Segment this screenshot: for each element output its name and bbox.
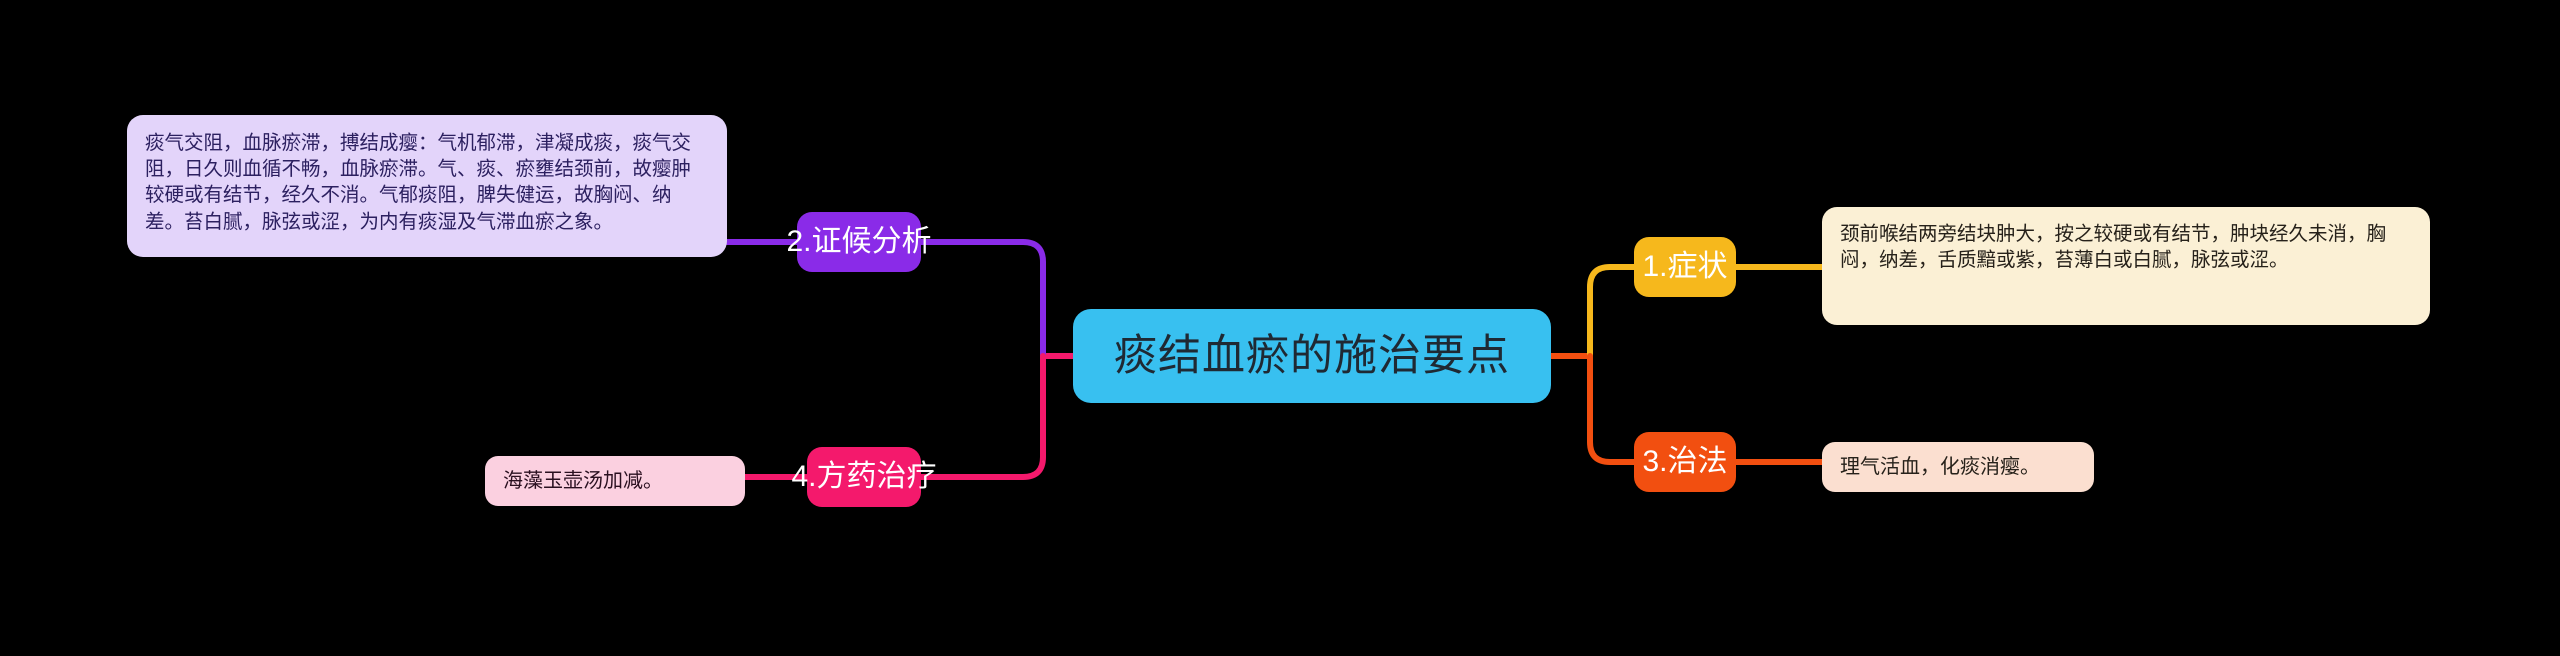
connector-therapy bbox=[1587, 353, 1637, 465]
leaf-analysis-text: 痰气交阻，血脉瘀滞，搏结成瘿：气机郁滞，津凝成痰，痰气交阻，日久则血循不畅，血脉… bbox=[145, 132, 692, 233]
leaf-card-analysis[interactable]: 痰气交阻，血脉瘀滞，搏结成瘿：气机郁滞，津凝成痰，痰气交阻，日久则血循不畅，血脉… bbox=[127, 115, 727, 257]
branch-label-symptom: 1.症状 bbox=[1642, 250, 1728, 283]
connector-analysis bbox=[918, 239, 1046, 359]
leaf-symptom-text: 颈前喉结两旁结块肿大，按之较硬或有结节，肿块经久未消，胸闷，纳差，舌质黯或紫，苔… bbox=[1840, 223, 2387, 272]
branch-node-analysis[interactable]: 2.证候分析 bbox=[786, 212, 932, 272]
branch-node-formula[interactable]: 4.方药治疗 bbox=[791, 447, 937, 507]
branch-label-analysis: 2.证候分析 bbox=[786, 225, 932, 258]
leaf-card-therapy[interactable]: 理气活血，化痰消瘿。 bbox=[1822, 442, 2094, 492]
root-node[interactable]: 痰结血瘀的施治要点 bbox=[1073, 309, 1551, 403]
leaf-formula-text: 海藻玉壶汤加减。 bbox=[503, 470, 663, 492]
root-node-label: 痰结血瘀的施治要点 bbox=[1114, 331, 1510, 380]
branch-label-formula: 4.方药治疗 bbox=[791, 460, 937, 493]
leaf-card-formula[interactable]: 海藻玉壶汤加减。 bbox=[485, 456, 745, 506]
leaf-card-symptom[interactable]: 颈前喉结两旁结块肿大，按之较硬或有结节，肿块经久未消，胸闷，纳差，舌质黯或紫，苔… bbox=[1822, 207, 2430, 325]
branch-node-symptom[interactable]: 1.症状 bbox=[1634, 237, 1736, 297]
connector-symptom bbox=[1587, 264, 1637, 359]
branch-node-therapy[interactable]: 3.治法 bbox=[1634, 432, 1736, 492]
branch-label-therapy: 3.治法 bbox=[1642, 445, 1728, 478]
leaf-therapy-text: 理气活血，化痰消瘿。 bbox=[1840, 456, 2040, 478]
connector-formula bbox=[918, 353, 1046, 480]
